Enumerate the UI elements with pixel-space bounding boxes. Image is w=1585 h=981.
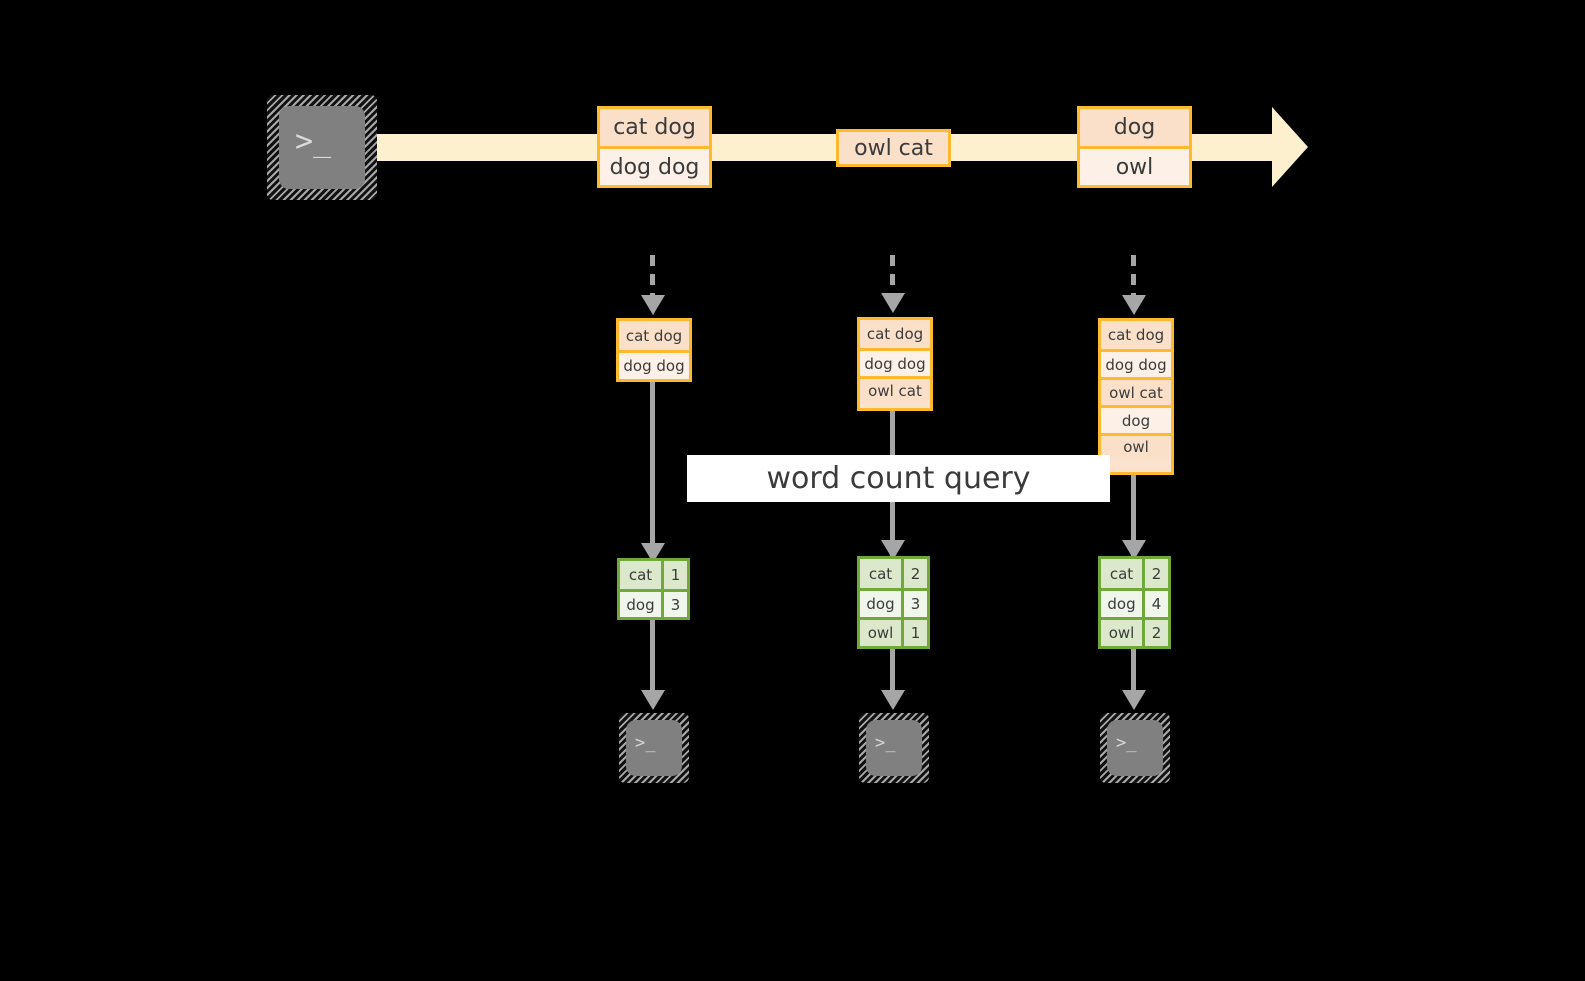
stream-message-batch-2[interactable]: owl cat bbox=[836, 129, 951, 167]
input-table-1[interactable]: cat dog dog dog bbox=[616, 318, 692, 382]
result-count-cell: 3 bbox=[904, 591, 927, 617]
result-table-row: cat 2 bbox=[1101, 559, 1168, 588]
trigger-arrow-dashed-2 bbox=[890, 255, 895, 297]
sink-arrow-line-3 bbox=[1131, 649, 1136, 693]
query-arrow-line-3 bbox=[1131, 475, 1136, 558]
stream-message-line: owl cat bbox=[839, 132, 948, 164]
result-table-row: owl 1 bbox=[860, 617, 927, 646]
stream-message-batch-1[interactable]: cat dog dog dog bbox=[597, 106, 712, 188]
trigger-arrow-head-1 bbox=[641, 295, 665, 315]
sink-terminal-prompt-icon-3: >_ bbox=[1116, 733, 1137, 753]
stream-timeline-arrowhead bbox=[1272, 107, 1308, 187]
result-word-cell: dog bbox=[620, 592, 664, 617]
result-word-cell: cat bbox=[620, 561, 664, 589]
result-word-cell: cat bbox=[860, 559, 904, 588]
stream-message-line: dog bbox=[1080, 109, 1189, 146]
result-table-row: owl 2 bbox=[1101, 617, 1168, 646]
input-table-row: dog dog bbox=[619, 350, 689, 379]
result-word-cell: cat bbox=[1101, 559, 1145, 588]
query-arrow-head-2 bbox=[881, 540, 905, 560]
input-table-row: dog dog bbox=[1101, 349, 1171, 377]
source-terminal-prompt-icon: >_ bbox=[295, 124, 332, 159]
result-count-cell: 1 bbox=[904, 620, 927, 646]
sink-terminal-prompt-icon-1: >_ bbox=[635, 733, 656, 753]
trigger-arrow-head-3 bbox=[1122, 295, 1146, 315]
result-count-cell: 4 bbox=[1145, 591, 1168, 617]
input-table-row: owl bbox=[1101, 433, 1171, 458]
stream-message-line: owl bbox=[1080, 146, 1189, 185]
sink-terminal-2[interactable]: >_ bbox=[859, 713, 929, 783]
stream-message-batch-3[interactable]: dog owl bbox=[1077, 106, 1192, 188]
result-word-cell: owl bbox=[1101, 620, 1145, 646]
input-table-row: cat dog bbox=[1101, 321, 1171, 349]
result-word-cell: dog bbox=[1101, 591, 1145, 617]
result-table-row: dog 3 bbox=[620, 589, 687, 617]
result-table-1[interactable]: cat 1 dog 3 bbox=[617, 558, 690, 620]
sink-arrow-line-2 bbox=[890, 649, 895, 693]
result-count-cell: 3 bbox=[664, 592, 687, 617]
sink-terminal-body-3 bbox=[1107, 720, 1163, 776]
query-arrow-line-1 bbox=[650, 382, 655, 560]
trigger-arrow-dashed-3 bbox=[1131, 255, 1136, 297]
stream-message-line: cat dog bbox=[600, 109, 709, 146]
sink-terminal-1[interactable]: >_ bbox=[619, 713, 689, 783]
input-table-row: dog dog bbox=[860, 348, 930, 376]
query-banner: word count query bbox=[687, 455, 1110, 502]
result-table-row: dog 3 bbox=[860, 588, 927, 617]
input-table-row: cat dog bbox=[619, 321, 689, 350]
stream-message-line: dog dog bbox=[600, 146, 709, 185]
sink-terminal-3[interactable]: >_ bbox=[1100, 713, 1170, 783]
result-count-cell: 2 bbox=[1145, 559, 1168, 588]
input-table-row: owl cat bbox=[860, 376, 930, 402]
result-count-cell: 1 bbox=[664, 561, 687, 589]
input-table-row: dog bbox=[1101, 405, 1171, 433]
sink-arrow-head-3 bbox=[1122, 690, 1146, 710]
sink-arrow-line-1 bbox=[650, 620, 655, 692]
result-table-3[interactable]: cat 2 dog 4 owl 2 bbox=[1098, 556, 1171, 649]
result-count-cell: 2 bbox=[904, 559, 927, 588]
result-table-row: cat 2 bbox=[860, 559, 927, 588]
sink-arrow-head-2 bbox=[881, 690, 905, 710]
sink-terminal-body-2 bbox=[866, 720, 922, 776]
input-table-row: cat dog bbox=[860, 320, 930, 348]
sink-terminal-body-1 bbox=[626, 720, 682, 776]
result-table-2[interactable]: cat 2 dog 3 owl 1 bbox=[857, 556, 930, 649]
result-table-row: cat 1 bbox=[620, 561, 687, 589]
result-word-cell: dog bbox=[860, 591, 904, 617]
input-table-row: owl cat bbox=[1101, 377, 1171, 405]
trigger-arrow-head-2 bbox=[881, 293, 905, 313]
sink-arrow-head-1 bbox=[641, 690, 665, 710]
result-count-cell: 2 bbox=[1145, 620, 1168, 646]
result-word-cell: owl bbox=[860, 620, 904, 646]
query-arrow-head-3 bbox=[1122, 540, 1146, 560]
input-table-2[interactable]: cat dog dog dog owl cat bbox=[857, 317, 933, 411]
source-terminal[interactable]: >_ bbox=[267, 95, 377, 200]
trigger-arrow-dashed-1 bbox=[650, 255, 655, 297]
sink-terminal-prompt-icon-2: >_ bbox=[875, 733, 896, 753]
result-table-row: dog 4 bbox=[1101, 588, 1168, 617]
source-terminal-body bbox=[279, 106, 365, 189]
input-table-3[interactable]: cat dog dog dog owl cat dog owl bbox=[1098, 318, 1174, 475]
